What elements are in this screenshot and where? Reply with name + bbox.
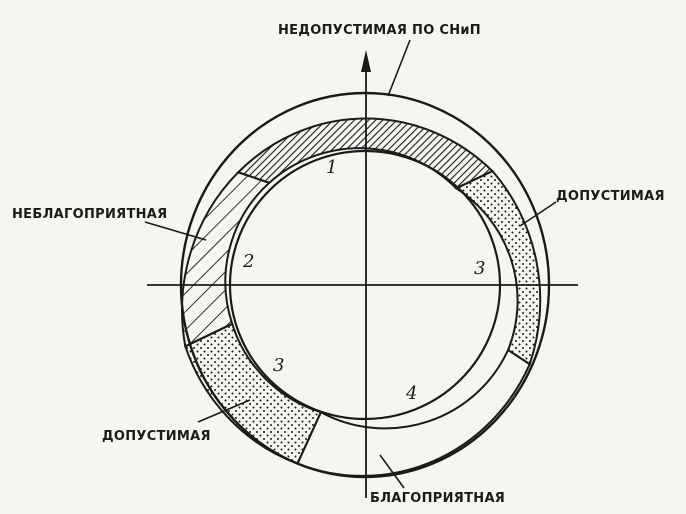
segment-unfavorable [181,171,272,348]
label-acceptable-right: ДОПУСТИМАЯ [556,189,665,204]
leader-unfavorable [144,221,207,241]
label-unacceptable: НЕДОПУСТИМАЯ ПО СНиП [278,23,481,38]
leader-unacceptable [387,39,411,97]
leader-favorable [379,454,405,489]
zone-number-3-right: 3 [474,258,485,279]
zone-number-2: 2 [242,251,254,272]
vertical-axis-arrowhead [361,50,371,72]
zone-number-4: 4 [405,383,417,404]
label-acceptable-left: ДОПУСТИМАЯ [102,429,211,444]
zone-number-3-left: 3 [273,355,284,376]
segment-favorable [296,348,531,477]
label-unfavorable: НЕБЛАГОПРИЯТНАЯ [12,207,167,222]
leader-acceptable-right [519,201,557,227]
zone-number-1: 1 [326,157,337,178]
leader-acceptable-left [197,399,251,423]
label-favorable: БЛАГОПРИЯТНАЯ [370,491,505,506]
